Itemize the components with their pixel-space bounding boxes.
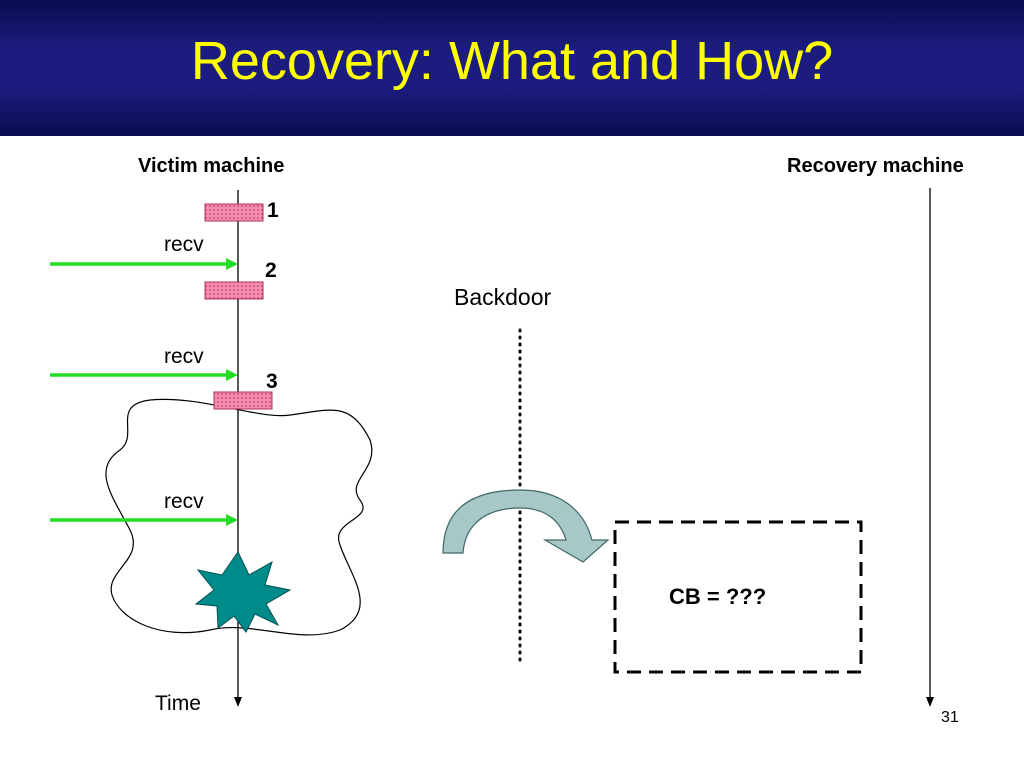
- checkpoint-2: [204, 281, 264, 300]
- recv-label-3: recv: [164, 490, 204, 513]
- title-bar: Recovery: What and How?: [0, 0, 1024, 136]
- backdoor-curved-arrow: [442, 489, 610, 563]
- recovery-timeline-arrowhead: [926, 697, 934, 707]
- attack-explosion: [194, 551, 292, 633]
- slide-title: Recovery: What and How?: [190, 31, 834, 91]
- recovery-machine-label: Recovery machine: [787, 155, 964, 177]
- recv-arrow-2: [50, 369, 238, 381]
- backdoor-label: Backdoor: [454, 284, 552, 310]
- victim-machine-label: Victim machine: [138, 155, 285, 177]
- page-number: 31: [941, 709, 959, 726]
- corruption-cloud: [105, 398, 373, 636]
- cb-box: [613, 520, 863, 674]
- checkpoint-number-2: 2: [265, 259, 277, 282]
- checkpoint-3: [213, 391, 273, 410]
- recv-label-1: recv: [164, 233, 204, 256]
- cb-label: CB = ???: [669, 584, 767, 609]
- checkpoint-number-1: 1: [267, 199, 279, 222]
- checkpoint-1: [204, 203, 264, 222]
- recv-label-2: recv: [164, 345, 204, 368]
- time-label: Time: [155, 692, 201, 715]
- recv-arrow-1: [50, 258, 238, 270]
- checkpoint-number-3: 3: [266, 370, 278, 393]
- victim-timeline-arrowhead: [234, 697, 242, 707]
- recv-arrow-3: [50, 514, 238, 526]
